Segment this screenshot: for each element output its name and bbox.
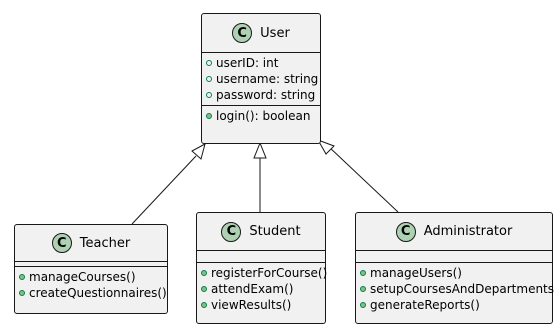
method-item: setupCoursesAndDepartments() (360, 281, 555, 297)
method-item: attendExam() (201, 281, 321, 297)
field-label: username: string (216, 72, 319, 86)
class-stereotype-icon: C (232, 23, 253, 43)
method-item: manageCourses() (19, 269, 163, 285)
field-item: password: string (206, 87, 316, 103)
method-item: createQuestionnaires() (19, 285, 167, 301)
method-label: attendExam() (211, 282, 294, 296)
method-icon (19, 274, 25, 280)
edge-teacher-user (131, 155, 197, 225)
method-icon (360, 302, 366, 308)
field-label: userID: int (216, 56, 279, 70)
edge-administrator-user (327, 145, 399, 213)
method-icon (201, 302, 207, 308)
method-label: setupCoursesAndDepartments() (370, 282, 555, 296)
method-icon (206, 113, 212, 119)
class-administrator-methods: manageUsers() setupCoursesAndDepartments… (356, 263, 555, 315)
method-icon (201, 270, 207, 276)
class-student-name: Student (249, 224, 301, 239)
class-student[interactable]: C Student registerForCourse() attendExam… (196, 212, 327, 324)
class-user[interactable]: C User userID: int username: string pass… (201, 13, 321, 144)
method-item: login(): boolean (206, 108, 316, 124)
method-label: manageUsers() (370, 266, 462, 280)
class-user-fields: userID: int username: string password: s… (202, 53, 320, 106)
class-administrator-fields (356, 251, 552, 263)
class-student-fields (197, 251, 325, 263)
arrowhead-administrator-user (316, 139, 335, 155)
class-teacher-header: C Teacher (15, 225, 167, 262)
class-teacher-fields (15, 262, 167, 267)
method-icon (360, 286, 366, 292)
field-item: username: string (206, 71, 319, 87)
class-administrator-name: Administrator (423, 224, 513, 239)
class-teacher-name: Teacher (79, 235, 131, 251)
method-item: viewResults() (201, 297, 321, 313)
class-administrator[interactable]: C Administrator manageUsers() setupCours… (355, 212, 555, 324)
field-icon (206, 60, 212, 66)
method-item: manageUsers() (360, 265, 548, 281)
class-student-methods: registerForCourse() attendExam() viewRes… (197, 263, 327, 315)
method-icon (360, 270, 366, 276)
method-label: registerForCourse() (211, 266, 328, 280)
arrowhead-teacher-user (191, 143, 206, 160)
class-stereotype-icon: C (395, 221, 416, 242)
class-user-name: User (260, 25, 290, 41)
field-item: userID: int (206, 55, 316, 71)
field-label: password: string (216, 88, 316, 102)
class-teacher-methods: manageCourses() createQuestionnaires() (15, 267, 167, 303)
class-teacher[interactable]: C Teacher manageCourses() createQuestion… (14, 224, 168, 314)
class-student-header: C Student (197, 213, 325, 251)
field-icon (206, 92, 212, 98)
method-label: generateReports() (370, 298, 480, 312)
method-label: manageCourses() (29, 270, 136, 284)
class-user-header: C User (202, 14, 320, 53)
method-icon (19, 290, 25, 296)
arrowhead-student-user (253, 141, 267, 159)
method-label: createQuestionnaires() (29, 286, 167, 300)
method-item: registerForCourse() (201, 265, 327, 281)
field-icon (206, 76, 212, 82)
method-label: viewResults() (211, 298, 292, 312)
class-stereotype-icon: C (221, 221, 242, 242)
method-icon (201, 286, 207, 292)
class-stereotype-icon: C (51, 233, 72, 253)
method-item: generateReports() (360, 297, 548, 313)
class-user-methods: login(): boolean (202, 106, 320, 126)
class-administrator-header: C Administrator (356, 213, 552, 251)
method-label: login(): boolean (216, 109, 311, 123)
